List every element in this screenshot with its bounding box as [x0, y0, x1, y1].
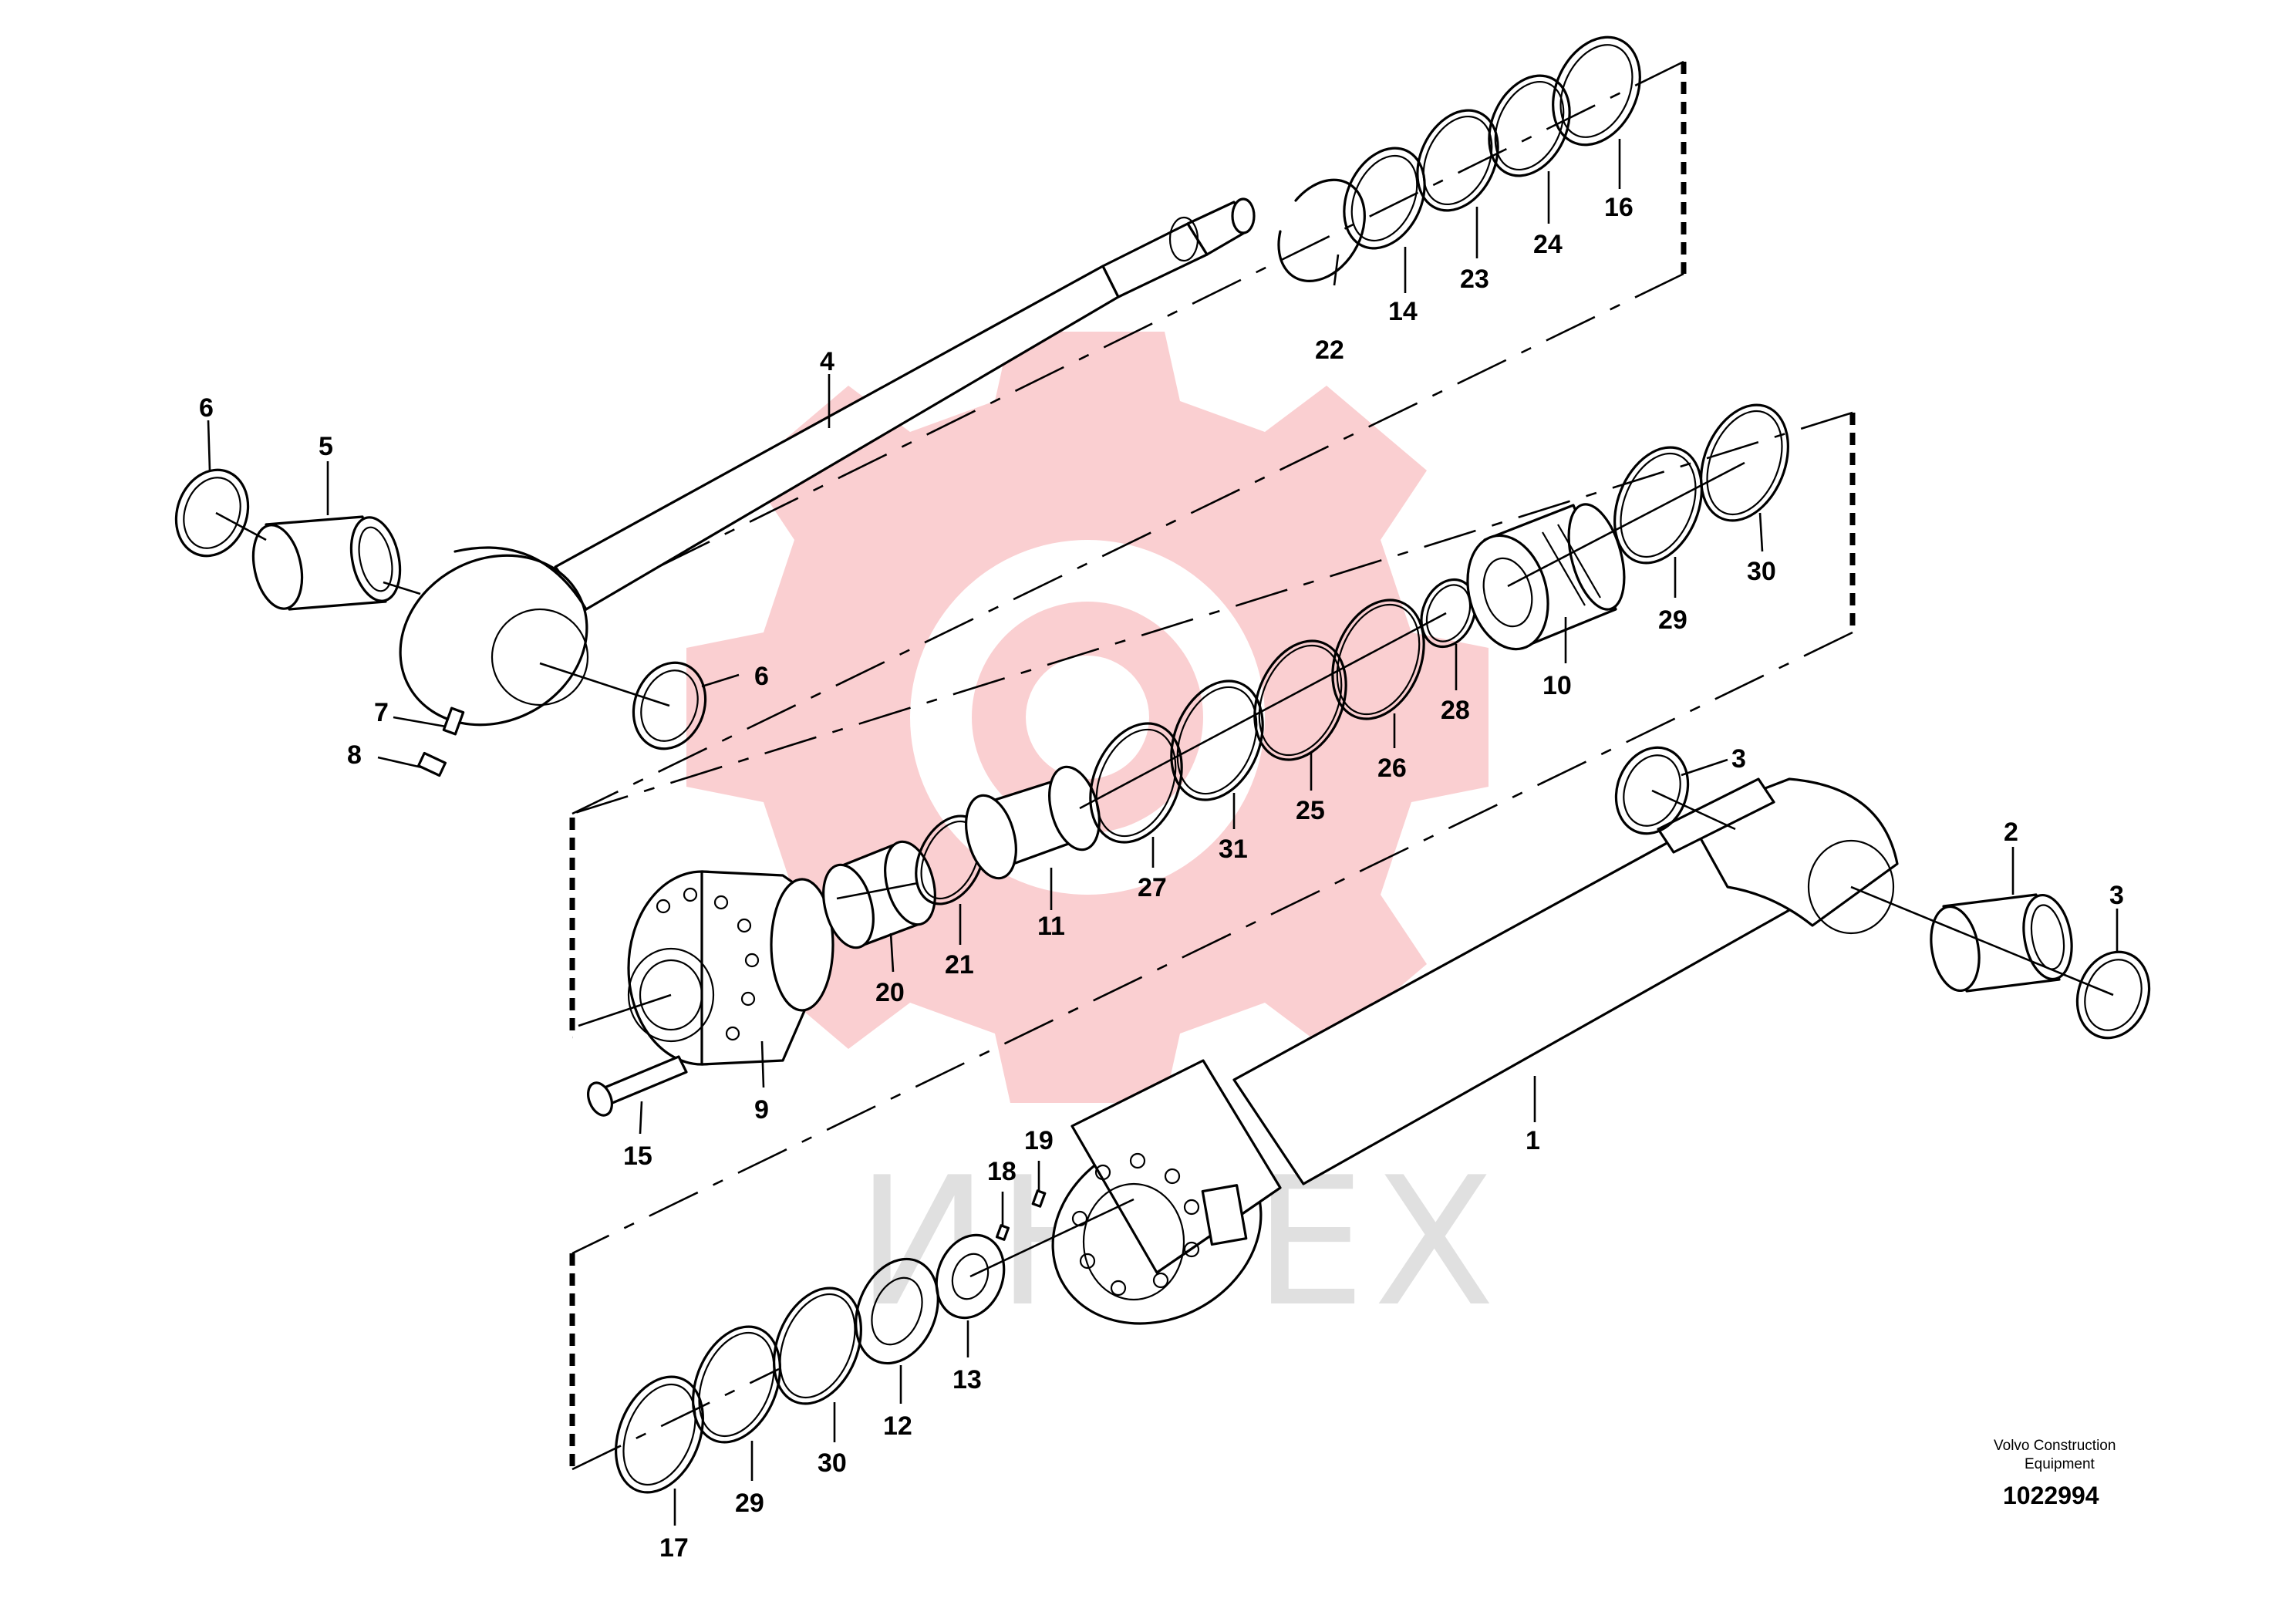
seal-29-lower — [692, 1325, 781, 1444]
o-ring-28 — [1420, 578, 1477, 649]
callout-11: 11 — [1037, 912, 1065, 941]
callout-21: 21 — [945, 950, 974, 980]
callout-27: 27 — [1138, 873, 1167, 902]
leader-15 — [639, 1101, 643, 1135]
callout-4: 4 — [820, 347, 834, 376]
callout-10: 10 — [1542, 671, 1572, 700]
seal-27 — [1089, 722, 1183, 844]
leader-6a-label — [207, 420, 211, 471]
leader-9 — [760, 1040, 765, 1088]
seal-25 — [1253, 639, 1347, 761]
leader-7 — [393, 716, 447, 728]
callout-8: 8 — [347, 740, 362, 770]
callout-13: 13 — [952, 1365, 982, 1394]
leader-6a — [215, 511, 267, 541]
callout-28: 28 — [1441, 696, 1470, 725]
piston — [1466, 503, 1626, 651]
leader-5b — [383, 581, 421, 595]
drawing-credit: Volvo Construction Equipment 1022994 — [1994, 1438, 2116, 1509]
leader-axis-mid — [1079, 612, 1447, 810]
callout-7: 7 — [374, 698, 389, 727]
callout-24: 24 — [1533, 230, 1563, 259]
brand-line-2: Equipment — [2025, 1456, 2095, 1472]
leader-6b — [539, 662, 670, 707]
piston-rod — [399, 197, 1256, 727]
callout-1: 1 — [1526, 1126, 1540, 1155]
callout-30b: 30 — [818, 1448, 847, 1478]
seal-17 — [615, 1375, 704, 1494]
leader-6b-label — [701, 673, 740, 688]
callout-17: 17 — [659, 1533, 689, 1563]
leader-3a-label — [1681, 758, 1728, 777]
wiper-seal-16 — [1552, 35, 1641, 147]
leader-axis-lower — [969, 1198, 1135, 1278]
grease-nipple — [442, 706, 465, 736]
leader-3a — [1651, 789, 1736, 831]
lock-washer-18 — [995, 1224, 1010, 1241]
grease-fitting-screw — [417, 751, 447, 777]
callout-3b: 3 — [2109, 881, 2124, 910]
callout-20: 20 — [875, 978, 905, 1007]
leader-8 — [377, 756, 423, 769]
head-bolt — [587, 1055, 688, 1117]
seal-24 — [1488, 74, 1571, 177]
snap-ring-22 — [1277, 178, 1366, 282]
seal-30-lower — [773, 1286, 862, 1405]
leader-20-axis — [836, 882, 919, 900]
drawing-number: 1022994 — [2003, 1482, 2099, 1509]
callout-14: 14 — [1388, 297, 1418, 326]
cylinder-head — [627, 870, 834, 1066]
callout-6b: 6 — [754, 662, 769, 691]
callout-19: 19 — [1024, 1126, 1054, 1155]
seal-26 — [1331, 599, 1425, 720]
seal-23 — [1416, 109, 1499, 212]
callout-15: 15 — [623, 1141, 652, 1171]
callout-30a: 30 — [1747, 557, 1776, 586]
leader-22 — [1333, 254, 1340, 286]
callout-16: 16 — [1604, 193, 1633, 222]
callout-labels: 1 2 3 3 4 5 6 6 7 8 9 10 11 12 13 14 15 … — [199, 193, 2124, 1563]
seal-30-piston — [1700, 403, 1789, 522]
seal-14 — [1343, 147, 1426, 250]
dust-seal-rod-eye-left — [174, 468, 250, 558]
callout-29a: 29 — [1658, 605, 1687, 635]
bushing-rod-eye — [251, 515, 402, 611]
dust-seal-cylinder-eye-top — [1614, 746, 1690, 835]
washer-12 — [855, 1257, 939, 1365]
callout-6a: 6 — [199, 393, 214, 423]
callout-9: 9 — [754, 1095, 769, 1125]
callout-12: 12 — [883, 1411, 912, 1441]
callout-3a: 3 — [1731, 744, 1746, 774]
callout-23: 23 — [1460, 265, 1489, 294]
callout-18: 18 — [987, 1157, 1017, 1186]
callout-5: 5 — [319, 432, 333, 461]
leader-axis-piston — [1507, 461, 1745, 588]
lock-screw-19 — [1031, 1189, 1047, 1208]
cylinder-tube — [1051, 777, 1899, 1325]
callout-2: 2 — [2004, 818, 2018, 847]
dust-seal-cylinder-eye-right — [2075, 950, 2151, 1040]
leader-30a — [1758, 512, 1764, 552]
callout-29b: 29 — [735, 1489, 764, 1518]
brand-line-1: Volvo Construction — [1994, 1438, 2116, 1454]
callout-31: 31 — [1219, 835, 1248, 864]
callout-22: 22 — [1315, 336, 1344, 365]
leader-9-assy — [578, 993, 672, 1027]
bushing-cylinder-eye — [1930, 893, 2073, 993]
callout-25: 25 — [1296, 796, 1325, 825]
leader-20 — [889, 932, 895, 973]
seal-29-piston — [1613, 446, 1703, 565]
seal-31 — [1170, 679, 1264, 801]
callout-26: 26 — [1377, 754, 1407, 783]
leader-axis-eye — [1850, 885, 2114, 996]
